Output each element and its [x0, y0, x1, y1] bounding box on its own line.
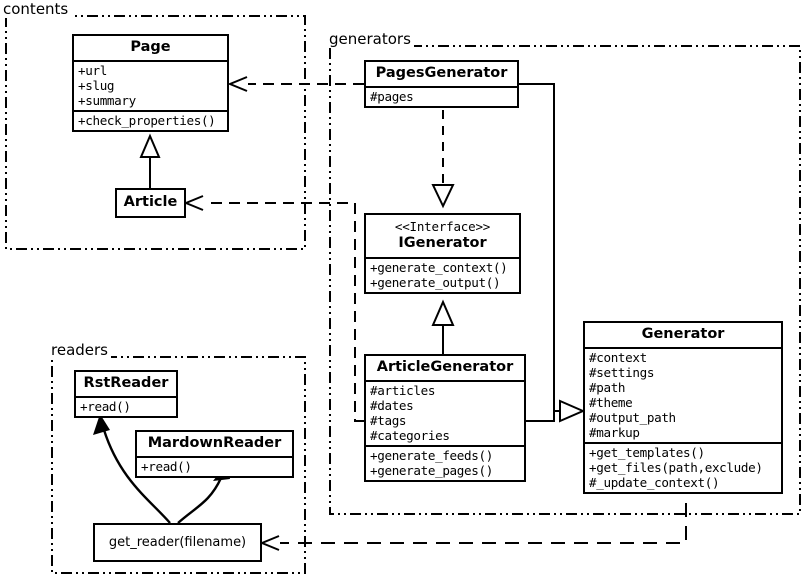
class-member: #dates: [370, 398, 414, 414]
class-member: +summary: [78, 93, 136, 109]
package-label-contents: contents: [2, 0, 72, 18]
class-page-attributes: +url +slug +summary: [74, 60, 227, 110]
class-member: +generate_context(): [370, 259, 508, 275]
package-label-generators: generators: [328, 30, 414, 48]
class-page[interactable]: Page +url +slug +summary +check_properti…: [72, 34, 229, 133]
class-member: #articles: [370, 383, 436, 399]
class-member: #output_path: [589, 410, 676, 426]
class-member: +generate_pages(): [370, 463, 493, 479]
class-member: +get_templates(): [589, 445, 705, 461]
realization-pagesgenerator-to-igenerator: [431, 110, 455, 209]
class-pagesgenerator[interactable]: PagesGenerator #pages: [364, 60, 519, 109]
class-member: +read(): [80, 399, 131, 415]
class-member: +read(): [141, 459, 192, 475]
class-member: +generate_output(): [370, 274, 501, 290]
class-articlegenerator-methods: +generate_feeds() +generate_pages(): [366, 445, 524, 480]
class-member: +url: [78, 63, 107, 79]
class-generator-name: Generator: [641, 326, 725, 342]
class-page-methods: +check_properties(): [74, 110, 227, 130]
class-articlegenerator-name: ArticleGenerator: [376, 359, 514, 375]
class-igenerator-methods: +generate_context() +generate_output(): [366, 256, 519, 292]
class-rstreader[interactable]: RstReader +read(): [74, 370, 178, 419]
class-articlegenerator-attributes: #articles #dates #tags #categories: [366, 380, 524, 445]
package-label-readers: readers: [50, 341, 111, 359]
class-article[interactable]: Article: [115, 188, 186, 219]
realization-articlegenerator-to-igenerator: [431, 299, 455, 354]
class-pagesgenerator-name: PagesGenerator: [375, 65, 508, 81]
class-member: #markup: [589, 425, 640, 441]
class-page-name: Page: [130, 39, 171, 55]
class-member: #path: [589, 380, 626, 396]
class-member: +generate_feeds(): [370, 448, 493, 464]
class-member: +get_files(path,exclude): [589, 460, 763, 475]
class-mardownreader-methods: +read(): [137, 456, 292, 476]
class-member: +slug: [78, 78, 115, 94]
class-article-name: Article: [123, 194, 178, 210]
class-rstreader-name: RstReader: [83, 375, 169, 391]
class-member: #settings: [589, 365, 655, 381]
dependency-generator-to-getreader: [259, 503, 687, 551]
generalization-pagesgenerator-to-generator: [519, 83, 560, 412]
class-member: +check_properties(): [78, 113, 216, 129]
class-mardownreader[interactable]: MardownReader +read(): [135, 430, 294, 479]
package-border-generators: [329, 45, 801, 515]
function-node-label: get_reader(filename): [108, 535, 247, 550]
class-member: #tags: [370, 413, 407, 429]
class-mardownreader-name: MardownReader: [147, 435, 282, 451]
class-pagesgenerator-attributes: #pages: [366, 86, 517, 106]
class-igenerator-name: IGenerator: [398, 234, 487, 251]
class-articlegenerator[interactable]: ArticleGenerator #articles #dates #tags …: [364, 354, 526, 483]
class-member: #context: [589, 350, 647, 366]
class-rstreader-methods: +read(): [76, 396, 176, 416]
package-border-contents: [5, 15, 306, 250]
class-igenerator[interactable]: <<Interface>> IGenerator +generate_conte…: [364, 213, 521, 294]
class-member: #theme: [589, 395, 633, 411]
class-member: #categories: [370, 428, 450, 444]
dependency-articlegenerator-to-article: [183, 195, 364, 422]
class-generator-attributes: #context #settings #path #theme #output_…: [585, 347, 781, 442]
package-border-readers: [51, 356, 306, 574]
class-member: #_update_context(): [589, 474, 720, 490]
association-getreader-to-rstreader: [93, 414, 171, 524]
class-member: #pages: [370, 89, 414, 105]
dependency-pagesgenerator-to-page: [227, 76, 364, 92]
class-igenerator-stereotype: <<Interface>>: [394, 219, 491, 234]
generalization-article-to-page: [139, 133, 161, 188]
class-generator[interactable]: Generator #context #settings #path #them…: [583, 321, 783, 494]
function-node-get-reader[interactable]: get_reader(filename): [93, 523, 262, 562]
class-igenerator-name-block: <<Interface>> IGenerator: [366, 215, 519, 257]
class-generator-methods: +get_templates() +get_files(path,exclude…: [585, 442, 781, 492]
generalization-articlegenerator-to-generator: [526, 399, 586, 423]
